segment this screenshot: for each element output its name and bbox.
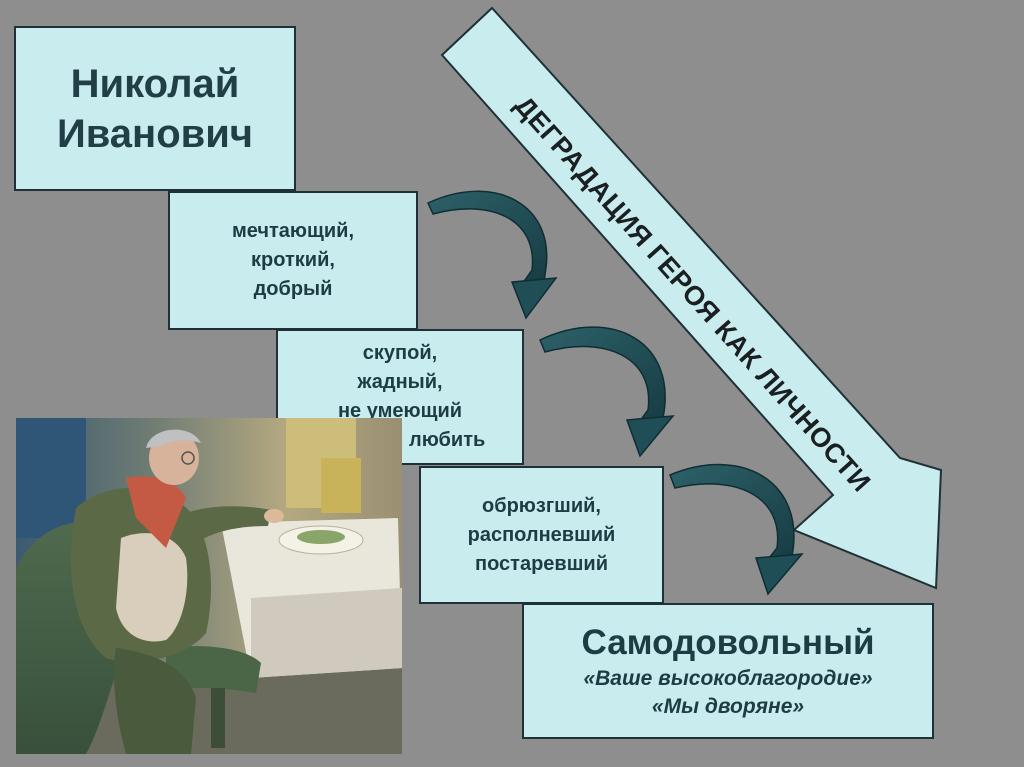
stage-box-1: мечтающий, кроткий, добрый	[168, 191, 418, 330]
painting-illustration	[16, 418, 402, 754]
stage-line: скупой,	[362, 342, 438, 364]
degradation-arrow-label: ДЕГРАДАЦИЯ ГЕРОЯ КАК ЛИЧНОСТИ	[509, 90, 877, 497]
stage-line: располневший	[467, 523, 616, 546]
name-first: Николай	[70, 61, 240, 106]
curved-arrow-body	[669, 463, 795, 564]
final-quote-2: «Мы дворяне»	[651, 695, 805, 718]
curved-arrow-body	[427, 190, 548, 288]
final-box: Самодовольный «Ваше высокоблагородие» «М…	[522, 603, 934, 739]
stage-line: постаревший	[475, 552, 608, 575]
stage-line: обрюзгший,	[482, 494, 601, 517]
final-quote-1: «Ваше высокоблагородие»	[583, 667, 873, 690]
painting-table-shadow	[251, 588, 402, 678]
curved-arrow-head	[625, 415, 675, 458]
painting-chair-leg	[211, 688, 225, 748]
final-title: Самодовольный	[581, 623, 875, 662]
painting-armchair-arm	[166, 646, 261, 693]
painting-figure-scarf	[126, 476, 186, 548]
curved-arrow-3	[669, 463, 804, 596]
painting-figure-shirt	[116, 533, 188, 642]
stage-line: не умеющий	[337, 400, 463, 422]
stage-line: жадный,	[357, 371, 443, 393]
painting-figure-glasses	[181, 451, 195, 465]
painting-figure-arm	[186, 506, 271, 543]
stage-line: добрый	[253, 278, 333, 300]
curved-arrow-body	[539, 326, 666, 427]
stage-line: кроткий,	[251, 249, 335, 271]
painting-food	[297, 530, 345, 544]
degradation-arrow-shape	[440, 6, 943, 590]
painting-figure-hand	[264, 509, 284, 523]
name-patronymic: Иванович	[56, 111, 254, 156]
stage-line: мечтающий,	[231, 220, 355, 242]
curved-arrow-2	[539, 326, 675, 458]
name-box: Николай Иванович	[14, 26, 296, 191]
curved-arrow-head	[510, 277, 558, 320]
curved-arrow-1	[427, 190, 558, 320]
curved-arrow-head	[754, 553, 804, 596]
painting-lamp	[321, 458, 361, 513]
stage-box-2: скупой, жадный, не умеющий жалеть и люби…	[276, 329, 524, 465]
painting-figure-legs	[114, 648, 196, 754]
painting-figure-hair	[146, 429, 201, 448]
stage-box-3: обрюзгший, располневший постаревший	[419, 466, 664, 604]
